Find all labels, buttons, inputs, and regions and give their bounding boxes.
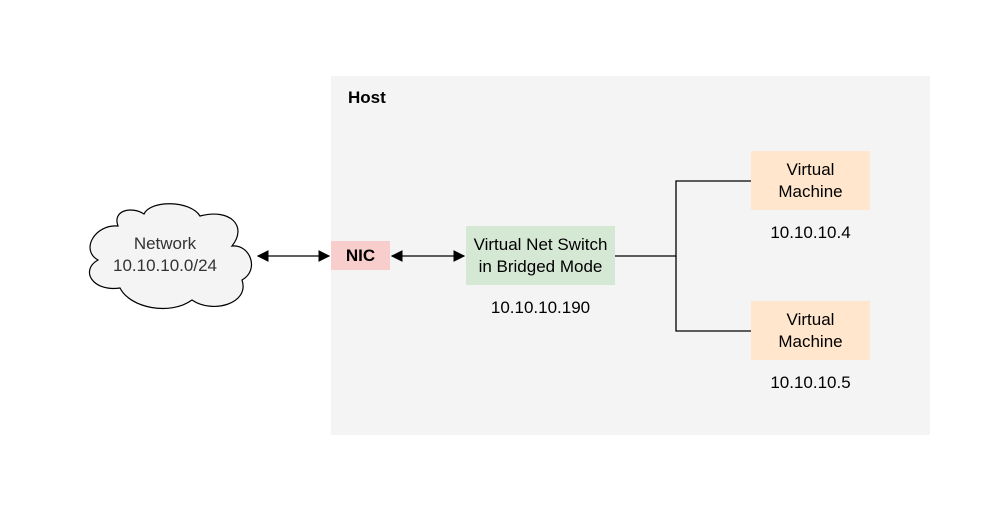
vm1-label-line1: Virtual bbox=[786, 159, 835, 179]
network-name: Network bbox=[133, 234, 197, 253]
network-cloud-shape bbox=[88, 203, 253, 310]
nic-label: NIC bbox=[345, 245, 376, 265]
vm2-label-line2: Machine bbox=[778, 331, 843, 351]
edge-switch-vm1 bbox=[615, 180, 751, 257]
vm-node-1: Virtual Machine bbox=[751, 151, 870, 210]
vm1-ip: 10.10.10.4 bbox=[770, 223, 851, 242]
nic-node: NIC bbox=[331, 241, 390, 270]
network-subnet: 10.10.10.0/24 bbox=[113, 256, 217, 275]
virtual-switch-node: Virtual Net Switch in Bridged Mode bbox=[466, 226, 615, 285]
vm2-label-line1: Virtual bbox=[786, 309, 835, 329]
network-cloud-label: Network 10.10.10.0/24 bbox=[88, 233, 242, 277]
vm1-label-line2: Machine bbox=[778, 181, 843, 201]
switch-ip: 10.10.10.190 bbox=[490, 298, 591, 317]
vm2-ip: 10.10.10.5 bbox=[770, 373, 851, 392]
switch-label-line2: in Bridged Mode bbox=[478, 256, 603, 276]
switch-label-line1: Virtual Net Switch bbox=[473, 234, 608, 254]
vm-node-2: Virtual Machine bbox=[751, 301, 870, 360]
host-label: Host bbox=[348, 88, 386, 107]
edge-switch-vm2 bbox=[675, 256, 751, 332]
